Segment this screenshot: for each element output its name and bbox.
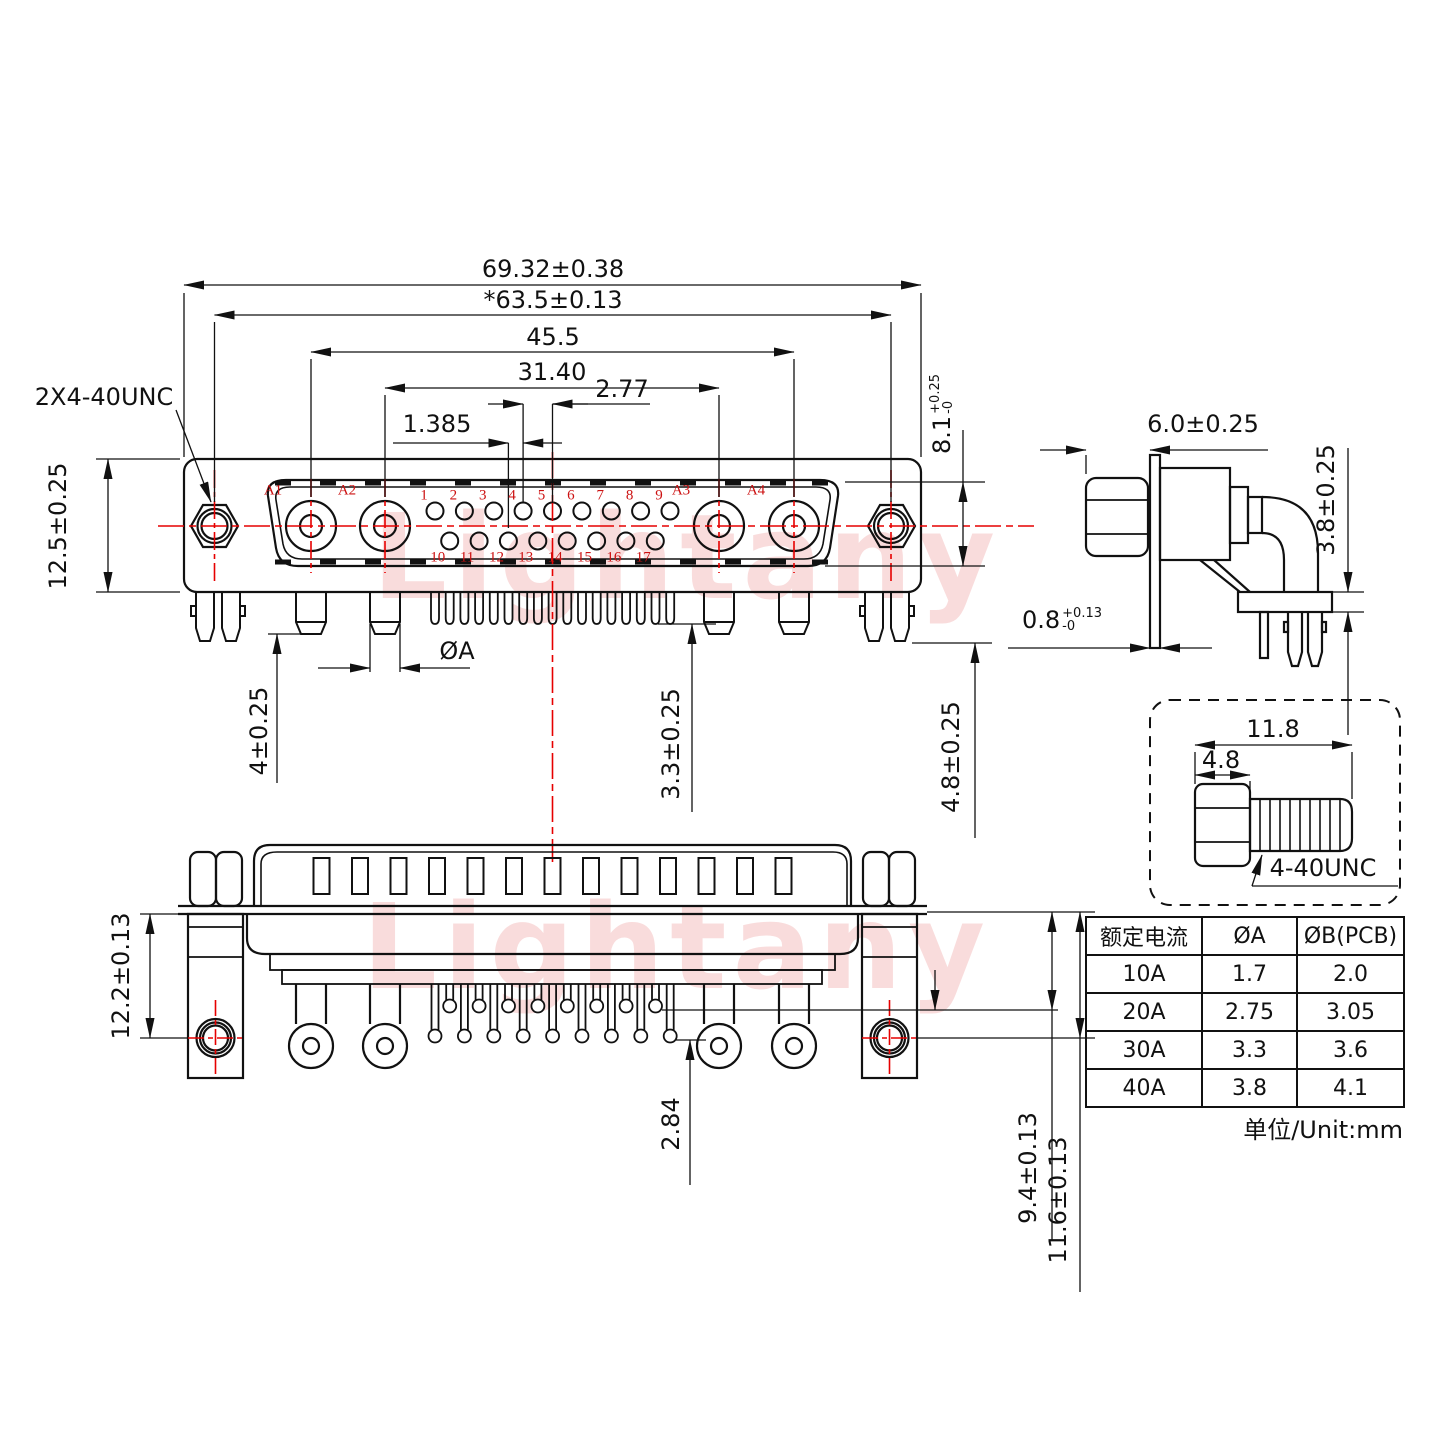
pin-label-4: 4: [508, 487, 516, 504]
pin-tails-bottom: [427, 984, 678, 1044]
contact-label-A4: A4: [746, 482, 766, 499]
bottom-dimensions: [140, 911, 1095, 1292]
side-view: [1084, 453, 1334, 668]
dim-coax-tail-length: 4±0.25: [245, 686, 273, 776]
pin-label-9: 9: [655, 487, 663, 504]
col-rated-current: 额定电流: [1085, 916, 1203, 956]
front-centerlines: [158, 452, 1034, 862]
dim-face-height: 8.1+0.25-0: [928, 373, 956, 455]
bottom-view: [178, 843, 927, 1080]
contact-label-A3: A3: [671, 482, 691, 499]
pin-label-6: 6: [567, 487, 575, 504]
dim-hole-offset: 11.6±0.13: [1044, 1136, 1072, 1264]
dim-inner-coax-span: 31.40: [517, 358, 587, 386]
dim-bracket-tail-length: 4.8±0.25: [937, 701, 965, 813]
pin-label-7: 7: [596, 487, 604, 504]
dim-flange-height: 12.5±0.25: [44, 462, 72, 590]
front-dimensions: [96, 280, 992, 838]
pin-label-11: 11: [459, 549, 475, 566]
contact-label-A2: A2: [337, 482, 357, 499]
dim-flange-thickness: 0.8+0.13-0: [1021, 606, 1103, 634]
side-dimensions: [1008, 445, 1364, 735]
bottom-centerlines: [188, 1000, 918, 1076]
dim-pin-tail-length: 3.3±0.25: [657, 688, 685, 800]
col-dia-a: ØA: [1201, 916, 1298, 956]
signal-pins: [425, 501, 680, 551]
pin-label-1: 1: [420, 487, 428, 504]
dim-pin-row-offset: 2.84: [657, 1097, 685, 1151]
dim-screw-head: 4.8: [1201, 746, 1241, 774]
pin-label-5: 5: [537, 487, 546, 504]
dim-mounting-width: *63.5±0.13: [483, 286, 623, 314]
pin-label-3: 3: [478, 487, 487, 504]
dim-front-depth: 6.0±0.25: [1147, 410, 1259, 438]
dim-bracket-length: 12.2±0.13: [107, 912, 135, 1040]
dim-coax-span: 45.5: [526, 323, 580, 351]
dim-overall-width: 69.32±0.38: [481, 255, 625, 283]
spec-table-header-row: 额定电流 ØA ØB(PCB): [1085, 916, 1405, 956]
contact-label-A1: A1: [263, 482, 283, 499]
pin-label-17: 17: [635, 549, 651, 566]
shield-dashes: [275, 480, 828, 565]
front-tails: [190, 592, 915, 642]
body-slots: [312, 857, 793, 895]
pin-label-14: 14: [547, 549, 563, 566]
dim-pin-length: 9.4±0.13: [1014, 1112, 1042, 1224]
dim-screw-overall: 11.8: [1246, 715, 1300, 743]
dim-bracket-height: 3.8±0.25: [1312, 444, 1340, 556]
unit-note: 单位/Unit:mm: [1243, 1116, 1403, 1144]
dim-pin-pitch: 2.77: [595, 375, 649, 403]
dim-coax-tail-dia: ØA: [439, 637, 475, 665]
dim-row-offset: 1.385: [402, 410, 472, 438]
thread-callout: 2X4-40UNC: [34, 383, 174, 411]
pin-label-13: 13: [518, 549, 534, 566]
pin-label-8: 8: [625, 487, 634, 504]
screw-thread-label: 4-40UNC: [1269, 854, 1377, 882]
front-view: [182, 457, 923, 642]
pin-label-15: 15: [577, 549, 593, 566]
coax-tails-bottom: [287, 984, 818, 1070]
front-pin-comb: [430, 592, 676, 625]
pin-label-12: 12: [488, 549, 504, 566]
col-dia-b-pcb: ØB(PCB): [1296, 916, 1405, 956]
screw-detail: [1149, 699, 1401, 906]
pin-label-10: 10: [430, 549, 446, 566]
pin-label-2: 2: [449, 487, 458, 504]
pin-label-16: 16: [606, 549, 622, 566]
